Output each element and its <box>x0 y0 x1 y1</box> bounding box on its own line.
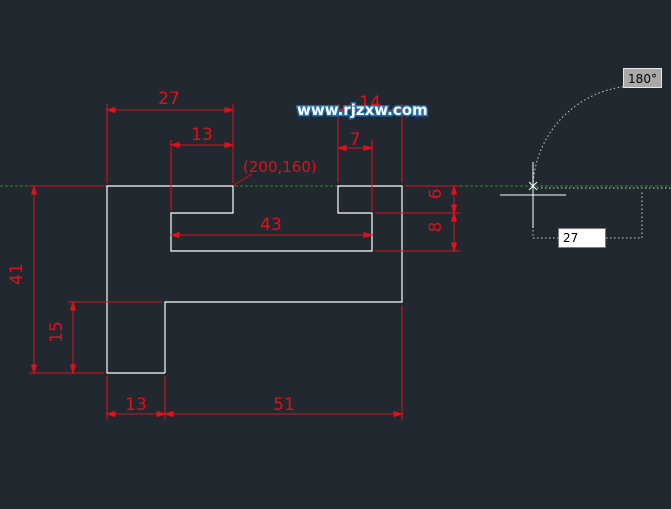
dynamic-input-field[interactable] <box>558 228 606 248</box>
dim-top-7 <box>336 140 374 211</box>
dim-right-6-8 <box>375 184 460 253</box>
watermark-shadow: www.rjzxw.com <box>297 101 428 119</box>
part-outline <box>106 185 403 374</box>
dim-text-left-height: 41 <box>7 263 27 285</box>
dim-left-15 <box>68 300 162 375</box>
dim-bottom <box>105 305 404 420</box>
dim-text-top-inner: 13 <box>191 125 213 145</box>
dim-text-bottom-left: 13 <box>125 395 147 415</box>
dim-top-14 <box>336 104 404 183</box>
crosshair-cursor-icon <box>500 162 566 228</box>
dim-text-right-upper: 6 <box>426 189 446 200</box>
dim-left-41 <box>29 184 104 375</box>
dim-top-27 <box>105 104 235 183</box>
dim-text-bottom-right: 51 <box>273 395 295 415</box>
coordinate-label: (200,160) <box>243 158 317 176</box>
angle-tooltip: 180° <box>623 68 662 88</box>
dim-slot-43 <box>169 231 374 239</box>
dim-text-slot-right: 7 <box>350 130 361 150</box>
dim-text-right-lower: 8 <box>426 222 446 233</box>
dim-text-slot-width: 43 <box>260 215 282 235</box>
dim-top-13 <box>169 140 235 211</box>
dim-text-top-overall: 27 <box>158 89 180 109</box>
coordinate-leader <box>233 173 253 186</box>
dim-text-top-right: 14 <box>359 93 381 113</box>
dim-text-left-lower: 15 <box>47 321 67 343</box>
polar-angle-arc <box>532 85 633 187</box>
watermark-text: www.rjzxw.com <box>297 101 428 119</box>
